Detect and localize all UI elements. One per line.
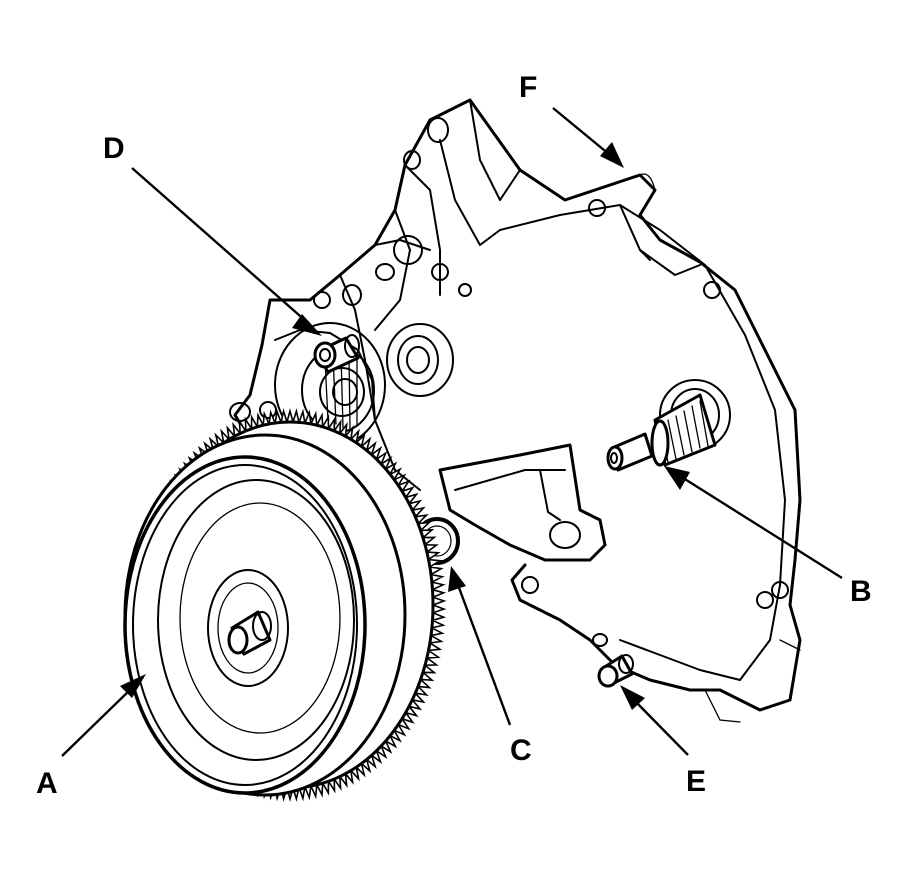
- torque-converter-a: [123, 407, 447, 803]
- arrowhead-b: [664, 466, 690, 490]
- label-e: E: [686, 765, 706, 798]
- label-d: D: [103, 132, 125, 165]
- arrowhead-f: [600, 142, 624, 168]
- dowel-pin-e: [597, 654, 634, 688]
- leader-e: [633, 699, 689, 756]
- callout-labels: A B C D E F: [36, 71, 872, 800]
- leader-a: [61, 687, 133, 757]
- dowel-pin-d: [313, 334, 360, 374]
- label-c: C: [510, 734, 532, 767]
- arrowhead-a: [120, 674, 146, 698]
- callout-leaders: [61, 107, 843, 757]
- arrowhead-c: [448, 566, 466, 592]
- arrowhead-e: [620, 685, 645, 710]
- label-f: F: [519, 71, 537, 104]
- leader-b: [679, 474, 843, 580]
- arrowhead-d: [292, 314, 322, 336]
- label-a: A: [36, 767, 58, 800]
- leader-d: [131, 167, 309, 324]
- leader-f: [552, 107, 611, 156]
- leader-c: [456, 584, 512, 726]
- shaft-b: [606, 393, 717, 472]
- label-b: B: [850, 575, 872, 608]
